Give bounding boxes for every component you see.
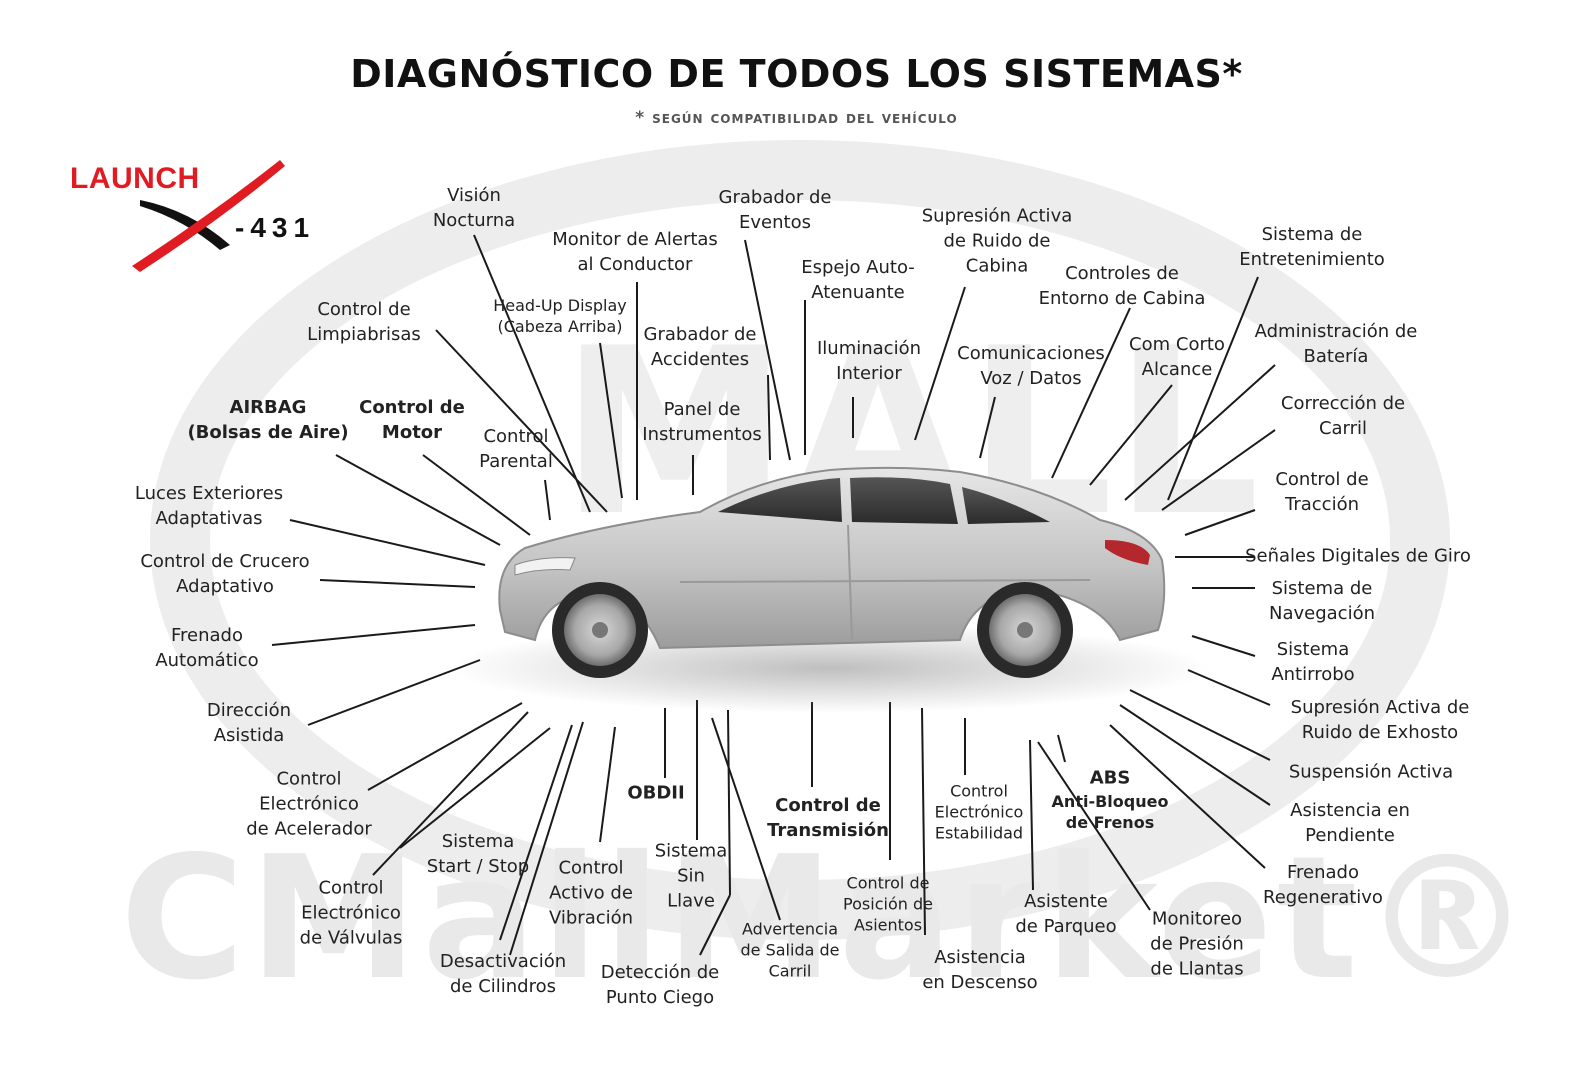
- page-title: DIAGNÓSTICO DE TODOS LOS SISTEMAS*: [350, 52, 1243, 96]
- leader-line: [1089, 384, 1173, 486]
- leader-line: [1051, 307, 1131, 479]
- leader-line: [914, 286, 966, 441]
- leader-line: [1191, 635, 1256, 657]
- label-senales: Señales Digitales de Giro: [1245, 545, 1471, 567]
- car-illustration: [450, 466, 1210, 713]
- watermark-text: CMallMarket®: [120, 820, 1536, 1018]
- label-suspension: Suspensión Activa: [1288, 761, 1454, 783]
- logo-model: -431: [235, 212, 316, 243]
- leader-line: [473, 234, 591, 513]
- leader-line: [599, 726, 616, 843]
- leader-line: [422, 454, 531, 536]
- leader-line: [711, 717, 781, 921]
- logo-brand: LAUNCH: [70, 162, 200, 195]
- launch-logo: LAUNCH -431: [70, 160, 350, 280]
- label-hud: Head-Up Display(Cabeza Arriba): [493, 296, 627, 336]
- leader-line: [271, 624, 476, 646]
- leader-line: [1119, 704, 1271, 806]
- leader-line: [319, 579, 476, 588]
- leader-line: [921, 707, 926, 936]
- leader-lines: [271, 234, 1276, 956]
- leader-line: [767, 374, 771, 461]
- label-abs: ABS: [1089, 767, 1131, 789]
- leader-line: [1129, 689, 1271, 761]
- leader-line: [499, 724, 573, 941]
- leader-line: [335, 454, 501, 546]
- leader-line: [1057, 734, 1066, 763]
- leader-line: [1161, 429, 1276, 511]
- page-subtitle: * según compatibilidad del vehículo: [635, 108, 958, 128]
- x-mark-icon: [132, 160, 285, 272]
- leader-line: [289, 519, 486, 566]
- label-espejo: Espejo Auto-Atenuante: [801, 257, 915, 303]
- leader-line: [544, 479, 551, 521]
- leader-line: [599, 342, 623, 499]
- label-obdii: OBDII: [627, 782, 685, 804]
- leader-line: [744, 239, 791, 461]
- leader-line: [372, 711, 529, 876]
- leader-line: [367, 702, 523, 791]
- leader-line: [699, 894, 731, 956]
- leader-line: [399, 727, 551, 849]
- leader-line: [509, 721, 584, 956]
- leader-line: [1184, 509, 1256, 536]
- label-airbag: AIRBAG(Bolsas de Aire): [187, 397, 349, 443]
- leader-line: [1029, 739, 1034, 891]
- leader-line: [1167, 276, 1259, 501]
- leader-line: [1124, 364, 1276, 501]
- leader-line: [1037, 741, 1151, 911]
- leader-line: [979, 396, 996, 459]
- leader-line: [435, 329, 608, 513]
- leader-line: [727, 709, 731, 896]
- leader-line: [1109, 724, 1266, 869]
